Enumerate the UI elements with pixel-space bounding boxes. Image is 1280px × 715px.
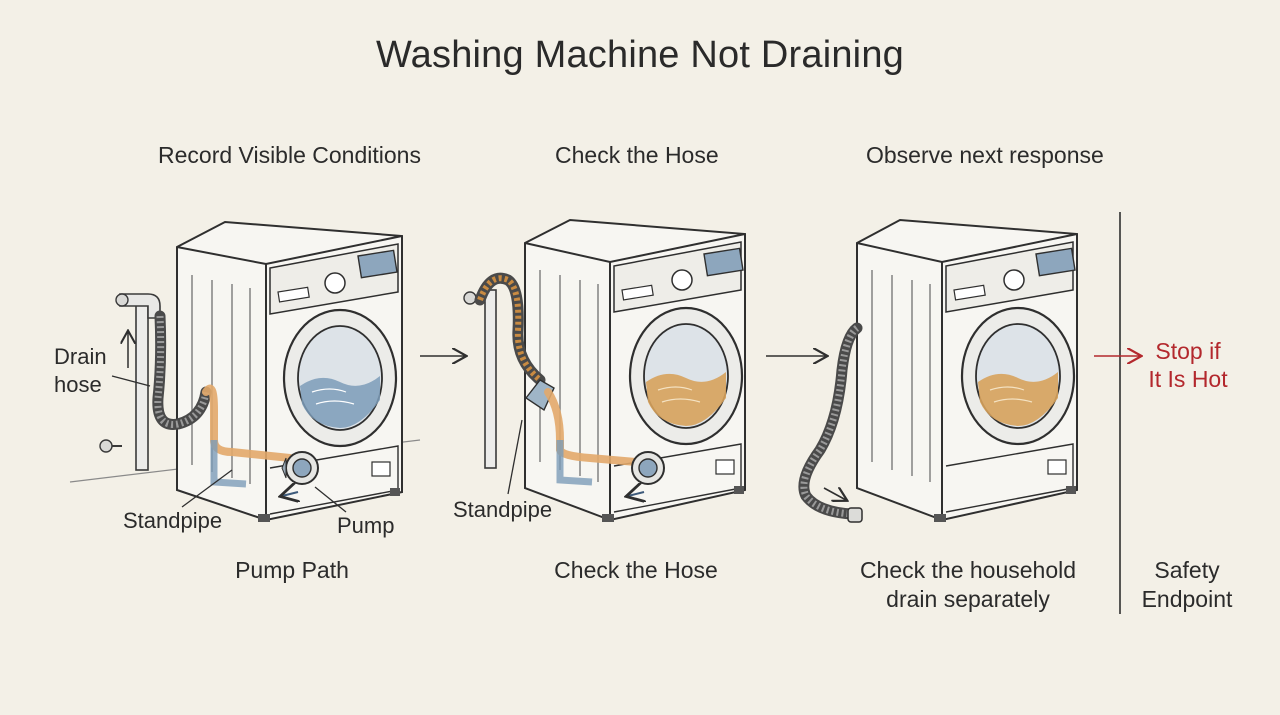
step-2-caption: Check the Hose	[554, 557, 718, 583]
drain-hose-label-line2: hose	[54, 372, 102, 397]
drain-hose-label-line1: Drain	[54, 344, 107, 369]
step-1-heading: Record Visible Conditions	[158, 142, 421, 168]
safety-endpoint-caption: Safety Endpoint	[1130, 556, 1244, 614]
step-3-caption-line1: Check the household	[859, 557, 1077, 583]
diagram-title: Washing Machine Not Draining	[376, 34, 904, 76]
safety-warning-line2: It Is Hot	[1148, 366, 1228, 392]
step-2-heading: Check the Hose	[555, 142, 719, 168]
washing-machine-2	[463, 218, 746, 522]
pump-label: Pump	[337, 513, 395, 538]
step-3-heading: Observe next response	[866, 142, 1104, 168]
standpipe-pipe-1	[115, 293, 161, 471]
step-3-caption-line2: drain separately	[886, 586, 1050, 612]
washing-machine-1	[69, 220, 421, 522]
washing-machine-3	[798, 218, 1078, 523]
safety-warning-line1: Stop if	[1155, 338, 1221, 364]
standpipe-label-2: Standpipe	[453, 497, 553, 522]
safety-caption-line2: Endpoint	[1141, 586, 1233, 612]
step-1-caption: Pump Path	[235, 557, 349, 583]
standpipe-label-1: Standpipe	[123, 508, 223, 533]
safety-caption-line1: Safety	[1154, 557, 1220, 583]
safety-warning: Stop if It Is Hot	[1136, 337, 1240, 393]
